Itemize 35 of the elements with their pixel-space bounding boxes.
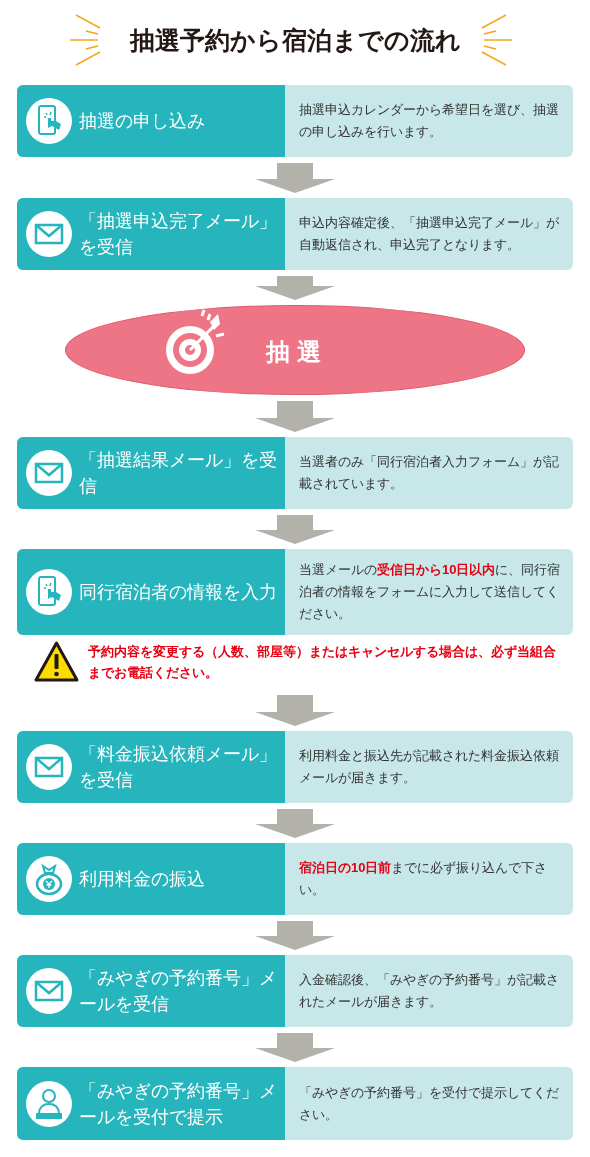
step-description: 当選メールの受信日から10日以内に、同行宿泊者の情報をフォームに入力して送信してください。 [299, 561, 562, 623]
step-box [17, 731, 573, 803]
step-box [17, 437, 573, 509]
step-heading: 利用料金の振込 [79, 868, 205, 891]
down-arrow [255, 401, 335, 432]
step-heading: 「抽選申込完了メール」を受信 [79, 210, 277, 259]
step-box [17, 1067, 573, 1140]
step-box [17, 843, 573, 915]
step-heading: 「料金振込依頼メール」を受信 [79, 743, 277, 792]
down-arrow [255, 1033, 335, 1062]
step-heading: 「みやぎの予約番号」メールを受付で提示 [79, 1079, 277, 1129]
down-arrow [255, 276, 335, 300]
down-arrow [255, 921, 335, 950]
title: 抽選予約から宿泊までの流れ [128, 25, 462, 56]
step-heading: 同行宿泊者の情報を入力 [79, 581, 277, 604]
step-description: 抽選申込カレンダーから希望日を選び、抽選の申し込みを行います。 [299, 101, 560, 141]
down-arrow [255, 695, 335, 726]
step-description: 「みやぎの予約番号」を受付で提示してください。 [299, 1083, 560, 1124]
step-heading: 「みやぎの予約番号」メールを受信 [79, 967, 277, 1016]
step-description: 当選者のみ「同行宿泊者入力フォーム」が記載されています。 [299, 453, 560, 493]
step-description: 利用料金と振込先が記載された料金振込依頼メールが届きます。 [299, 747, 560, 787]
step-box [17, 549, 573, 635]
step-box [17, 85, 573, 157]
step-heading: 抽選の申し込み [79, 110, 205, 133]
step-description: 入金確認後、「みやぎの予約番号」が記載されたメールが届きます。 [299, 971, 560, 1011]
step-heading: 「抽選結果メール」を受信 [79, 449, 277, 498]
step-box [17, 198, 573, 270]
step-box [17, 955, 573, 1027]
down-arrow [255, 163, 335, 193]
step-description: 申込内容確定後、「抽選申込完了メール」が自動返信され、申込完了となります。 [299, 214, 560, 254]
down-arrow [255, 515, 335, 544]
step-description: 宿泊日の10日前までに必ず振り込んで下さい。 [299, 859, 549, 899]
warning-note: 予約内容を変更する（人数、部屋等）またはキャンセルする場合は、必ず当組合までお電話ください。 [88, 643, 557, 682]
down-arrow [255, 809, 335, 838]
step-heading: 抽 選 [266, 337, 321, 367]
